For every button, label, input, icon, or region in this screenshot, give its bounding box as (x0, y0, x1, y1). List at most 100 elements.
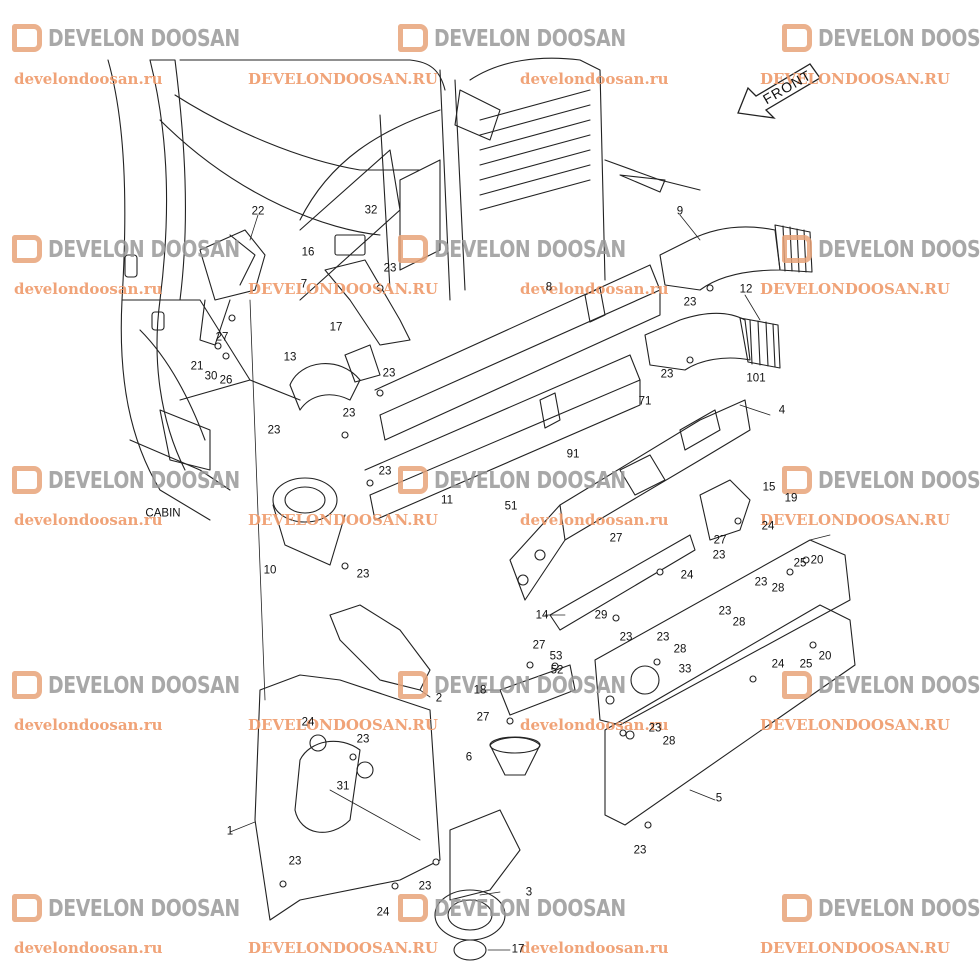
part-15 (699, 479, 751, 541)
watermark-logo: DEVELON DOOSAN (12, 894, 282, 924)
watermark-logo: DEVELON DOOSAN (12, 466, 282, 496)
callout-number: 16 (301, 246, 315, 259)
doosan-logo-icon (782, 466, 812, 496)
cover-1 (254, 674, 441, 921)
callout-number: 24 (680, 569, 694, 582)
watermark-url: develondoosan.ru (520, 716, 669, 734)
watermark-url: DEVELONDOOSAN.RU (248, 70, 438, 88)
callout-number: 101 (746, 372, 766, 385)
doosan-logo-icon (12, 24, 42, 54)
watermark-logo: DEVELON DOOSAN (398, 24, 668, 54)
watermark-logo: DEVELON DOOSAN (782, 235, 980, 265)
duct-22 (199, 229, 266, 346)
callout-number: 25 (793, 557, 807, 570)
doosan-logo-icon (398, 894, 428, 924)
doosan-logo-icon (398, 24, 428, 54)
callout-number: 27 (713, 534, 727, 547)
front-arrow-icon (737, 63, 821, 119)
callout-number: 23 (378, 465, 392, 478)
callout-number: 27 (476, 711, 490, 724)
callout-number: 23 (356, 733, 370, 746)
callout-number: 2 (435, 692, 443, 705)
callout-number: 15 (762, 481, 776, 494)
callout-number: 5 (715, 792, 723, 805)
watermark-url: DEVELONDOOSAN.RU (248, 511, 438, 529)
callout-number: 21 (190, 360, 204, 373)
watermark-url: DEVELONDOOSAN.RU (248, 280, 438, 298)
callout-number: 23 (619, 631, 633, 644)
duct-13 (289, 363, 361, 411)
callout-number: 23 (267, 424, 281, 437)
bracket-18 (499, 664, 576, 716)
callout-number: 14 (535, 609, 549, 622)
callout-number: 23 (356, 568, 370, 581)
watermark-url: develondoosan.ru (520, 280, 669, 298)
watermark-url: DEVELONDOOSAN.RU (760, 280, 950, 298)
duct-7 (324, 259, 411, 346)
watermark-logo: DEVELON DOOSAN (398, 235, 668, 265)
callout-number: 10 (263, 564, 277, 577)
callout-number: 23 (633, 844, 647, 857)
callout-number: 31 (336, 780, 350, 793)
callout-number: 30 (204, 370, 218, 383)
watermark-url: develondoosan.ru (520, 70, 669, 88)
duct-8 (374, 264, 661, 441)
doosan-logo-icon (12, 671, 42, 701)
callout-number: 11 (441, 494, 453, 507)
callout-number: 28 (662, 735, 676, 748)
doosan-logo-icon (398, 671, 428, 701)
callout-number: 23 (288, 855, 302, 868)
watermark-url: DEVELONDOOSAN.RU (760, 511, 950, 529)
callout-number: 24 (761, 520, 775, 533)
fasteners (214, 284, 817, 890)
watermark-logo: DEVELON DOOSAN (12, 235, 282, 265)
bracket-14 (549, 534, 696, 631)
doosan-logo-icon (398, 235, 428, 265)
callout-number: 23 (342, 407, 356, 420)
callout-number: 23 (648, 722, 662, 735)
callout-number: 1 (226, 825, 234, 838)
watermark-url: DEVELONDOOSAN.RU (248, 716, 438, 734)
callout-number: 23 (656, 631, 670, 644)
watermark-url: develondoosan.ru (520, 939, 669, 957)
callout-number: 25 (799, 658, 813, 671)
watermark-url: DEVELONDOOSAN.RU (760, 939, 950, 957)
callout-number: 6 (465, 751, 473, 764)
callout-number: 71 (638, 395, 652, 408)
callout-number: 18 (473, 684, 487, 697)
callout-number: 33 (678, 663, 692, 676)
watermark-url: develondoosan.ru (14, 511, 163, 529)
cabin-frame (107, 59, 446, 521)
console-duct-4 (509, 399, 751, 601)
doosan-logo-icon (12, 466, 42, 496)
callout-number: 91 (566, 448, 580, 461)
duct-11 (364, 354, 641, 521)
cabin-label: CABIN (145, 507, 181, 520)
callout-number: 24 (376, 906, 390, 919)
part-17-upper (344, 344, 381, 383)
duct-12 (644, 312, 781, 371)
callout-number: 4 (778, 404, 786, 417)
callout-number: 24 (301, 716, 315, 729)
watermark-logo: DEVELON DOOSAN (12, 24, 282, 54)
watermark-logo: DEVELON DOOSAN (782, 671, 980, 701)
door-frame (299, 57, 701, 301)
watermark-url: develondoosan.ru (14, 716, 163, 734)
watermark-url: develondoosan.ru (520, 511, 669, 529)
watermark-url: DEVELONDOOSAN.RU (760, 70, 950, 88)
watermark-url: develondoosan.ru (14, 70, 163, 88)
callout-number: 51 (504, 500, 518, 513)
callout-number: 28 (771, 582, 785, 595)
watermark-logo: DEVELON DOOSAN (782, 24, 980, 54)
watermark-logo: DEVELON DOOSAN (782, 894, 980, 924)
callout-number: 28 (732, 616, 746, 629)
callout-number: 24 (771, 658, 785, 671)
callout-number: 28 (673, 643, 687, 656)
callout-number: 8 (545, 281, 553, 294)
callout-number: 26 (219, 374, 233, 387)
callout-number: 27 (532, 639, 546, 652)
callout-number: 23 (660, 368, 674, 381)
callout-number: 12 (739, 283, 753, 296)
watermark-url: develondoosan.ru (14, 280, 163, 298)
